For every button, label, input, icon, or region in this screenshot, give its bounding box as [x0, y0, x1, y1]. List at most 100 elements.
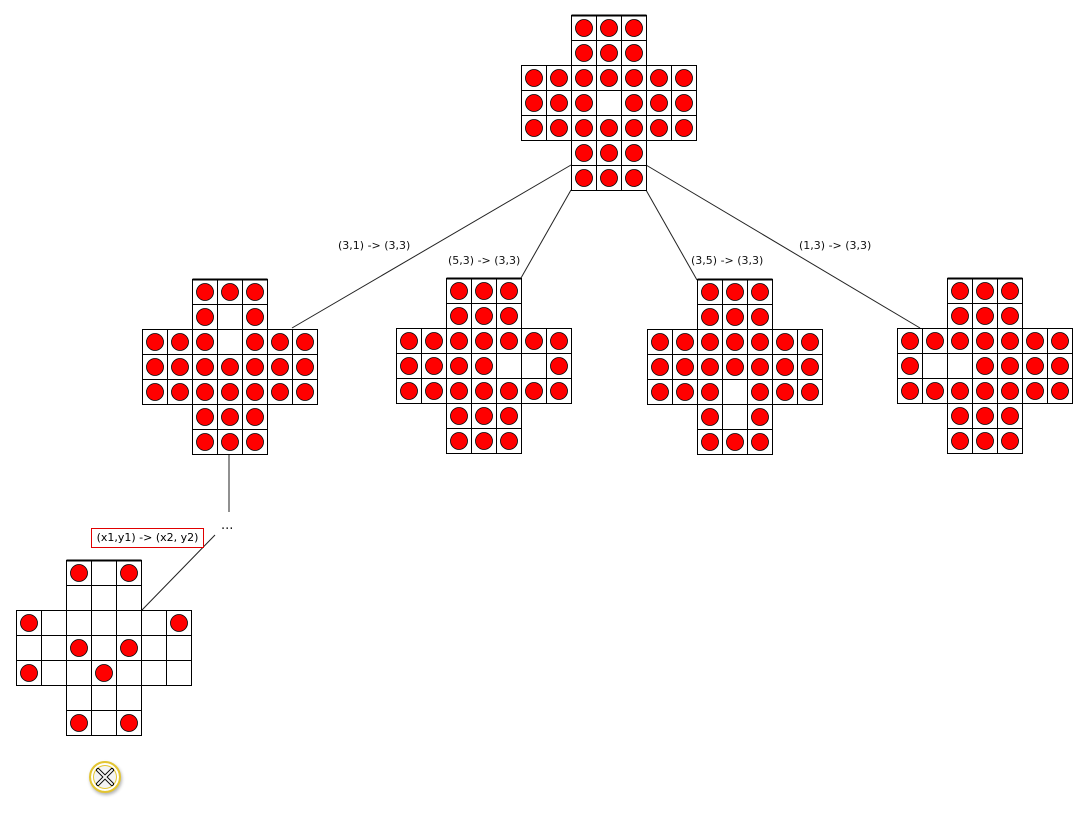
child-board-4 [897, 278, 1073, 454]
peg [70, 714, 88, 732]
peg [625, 144, 643, 162]
peg [146, 358, 164, 376]
peg [575, 69, 593, 87]
peg [196, 308, 214, 326]
peg [801, 383, 819, 401]
peg [1026, 382, 1044, 400]
peg [650, 69, 668, 87]
peg [550, 119, 568, 137]
peg [475, 332, 493, 350]
peg [926, 382, 944, 400]
peg [726, 283, 744, 301]
peg [1001, 332, 1019, 350]
board-hole [141, 635, 167, 661]
peg [475, 432, 493, 450]
peg [651, 383, 669, 401]
peg [70, 639, 88, 657]
peg [675, 69, 693, 87]
board-hole [217, 304, 243, 330]
peg [951, 432, 969, 450]
peg [951, 282, 969, 300]
board-hole [16, 635, 42, 661]
peg [951, 307, 969, 325]
board-hole [116, 585, 142, 611]
peg [976, 357, 994, 375]
peg [196, 358, 214, 376]
peg [196, 408, 214, 426]
peg [951, 407, 969, 425]
move-label-2: (5,3) -> (3,3) [448, 254, 521, 267]
peg [246, 333, 264, 351]
peg [450, 307, 468, 325]
peg [1001, 432, 1019, 450]
peg [221, 383, 239, 401]
board-hole [947, 353, 973, 379]
peg [425, 357, 443, 375]
peg [196, 433, 214, 451]
peg [751, 383, 769, 401]
peg [976, 332, 994, 350]
board-hole [41, 660, 67, 686]
peg [751, 308, 769, 326]
peg [146, 333, 164, 351]
peg [701, 283, 719, 301]
peg [246, 308, 264, 326]
peg [651, 358, 669, 376]
board-hole [722, 379, 748, 405]
peg [500, 332, 518, 350]
peg [221, 283, 239, 301]
peg [976, 407, 994, 425]
peg [701, 358, 719, 376]
peg [1051, 332, 1069, 350]
peg [751, 358, 769, 376]
peg [400, 382, 418, 400]
peg [450, 282, 468, 300]
final-board [16, 560, 192, 736]
peg [976, 282, 994, 300]
board-hole [116, 660, 142, 686]
peg [726, 433, 744, 451]
peg [751, 333, 769, 351]
board-hole [166, 660, 192, 686]
board-hole [41, 635, 67, 661]
generic-move-label: (x1,y1) -> (x2, y2) [91, 528, 204, 548]
peg [475, 282, 493, 300]
peg [625, 69, 643, 87]
peg [1026, 357, 1044, 375]
peg [976, 382, 994, 400]
board-hole [141, 610, 167, 636]
peg [625, 94, 643, 112]
peg [500, 307, 518, 325]
board-hole [66, 585, 92, 611]
peg [776, 333, 794, 351]
ellipsis: ... [221, 518, 234, 533]
board-hole [41, 610, 67, 636]
peg [196, 333, 214, 351]
peg [246, 408, 264, 426]
peg [600, 169, 618, 187]
connector-line [291, 164, 572, 329]
peg [676, 333, 694, 351]
peg [801, 358, 819, 376]
board-hole [66, 685, 92, 711]
peg [926, 332, 944, 350]
board-hole [496, 353, 522, 379]
root-board [521, 15, 697, 191]
board-hole [66, 610, 92, 636]
peg [171, 383, 189, 401]
peg [525, 119, 543, 137]
peg [425, 332, 443, 350]
peg [575, 169, 593, 187]
peg [625, 44, 643, 62]
peg [751, 283, 769, 301]
peg [525, 69, 543, 87]
board-hole [166, 635, 192, 661]
move-label-3: (3,5) -> (3,3) [691, 254, 764, 267]
peg [675, 119, 693, 137]
peg [1001, 282, 1019, 300]
peg [475, 382, 493, 400]
close-button[interactable] [89, 761, 121, 793]
peg [475, 307, 493, 325]
peg [120, 714, 138, 732]
